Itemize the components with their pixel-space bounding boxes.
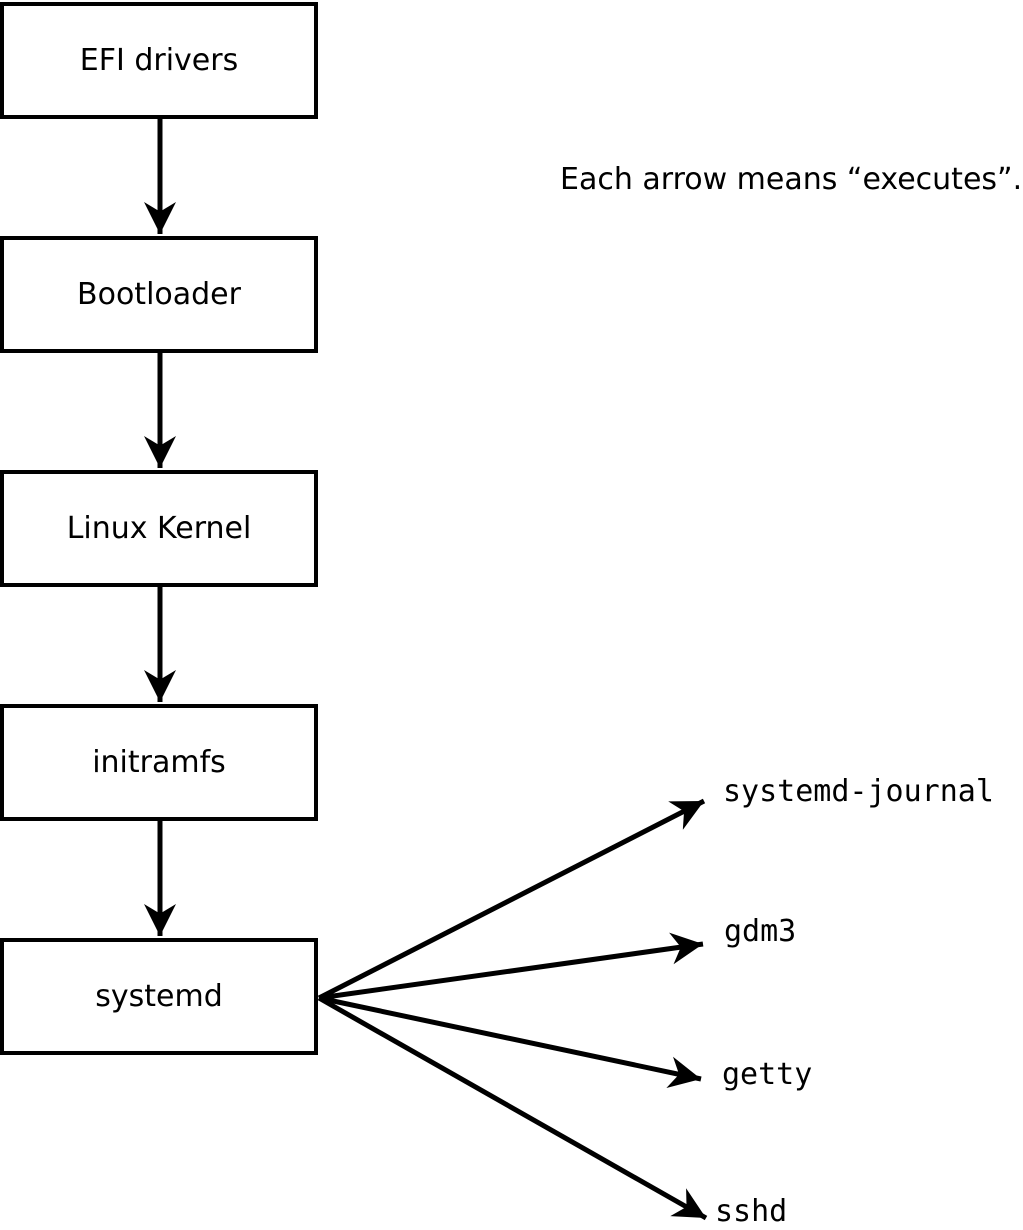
- flow-node-label: Linux Kernel: [66, 510, 252, 546]
- fanout-label-gdm3: gdm3: [724, 914, 797, 949]
- flow-node-efi-drivers: EFI drivers: [0, 2, 318, 119]
- flow-node-label: systemd: [95, 978, 223, 1014]
- flow-node-label: Bootloader: [77, 276, 241, 312]
- flow-node-label: EFI drivers: [79, 42, 239, 78]
- flow-node-initramfs: initramfs: [0, 704, 318, 821]
- flow-node-systemd: systemd: [0, 938, 318, 1055]
- arrow-systemd-to-sshd: [317, 995, 708, 1221]
- flow-node-label: initramfs: [92, 744, 226, 780]
- fanout-label-systemd-journal: systemd-journal: [723, 774, 994, 809]
- flow-node-bootloader: Bootloader: [0, 236, 318, 353]
- arrow-systemd-to-gdm3: [318, 932, 704, 1001]
- diagram-caption: Each arrow means “executes”.: [560, 162, 1023, 197]
- flow-node-linux-kernel: Linux Kernel: [0, 470, 318, 587]
- fanout-label-getty: getty: [722, 1057, 813, 1092]
- arrow-systemd-to-journal: [317, 798, 706, 1001]
- arrow-systemd-to-getty: [318, 995, 702, 1089]
- fanout-label-sshd: sshd: [715, 1194, 788, 1229]
